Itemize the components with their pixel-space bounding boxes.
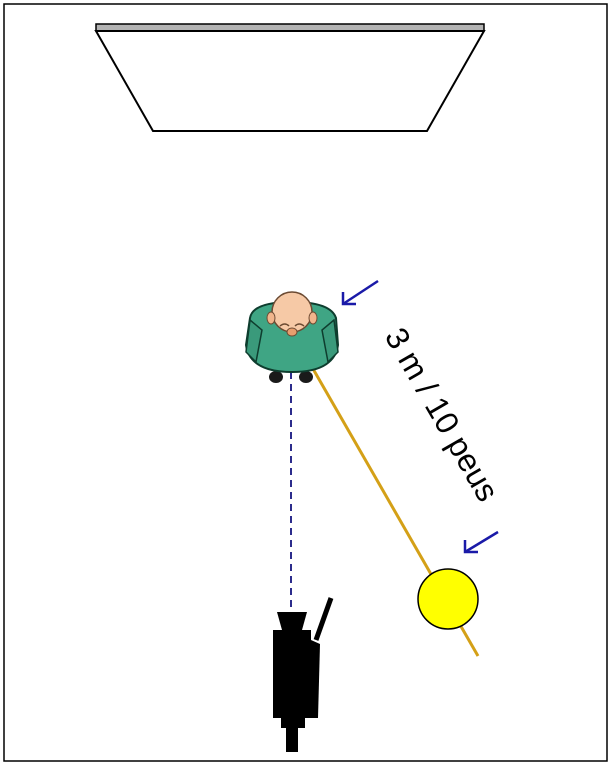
backdrop-panel [94, 30, 486, 132]
backdrop-bar [95, 23, 485, 32]
nose [286, 327, 298, 337]
camera [273, 597, 334, 752]
left-foot [269, 371, 283, 383]
camera-antenna [313, 597, 334, 641]
camera-mount [286, 726, 298, 752]
right-foot [299, 371, 313, 383]
backdrop [94, 23, 486, 132]
right-ear [308, 311, 318, 325]
light [417, 568, 479, 630]
arrow-icon [341, 279, 379, 306]
right-brow [294, 323, 305, 327]
left-brow [279, 323, 290, 327]
camera-handle [311, 640, 320, 718]
direction-arrows [341, 279, 499, 554]
arrow-icon [463, 530, 499, 554]
left-ear [266, 311, 276, 325]
person [244, 291, 340, 383]
camera-back [281, 706, 305, 728]
right-arm [321, 318, 339, 364]
head [271, 291, 313, 333]
camera-lens [277, 612, 307, 630]
camera-body [273, 630, 311, 718]
left-arm [245, 318, 263, 364]
